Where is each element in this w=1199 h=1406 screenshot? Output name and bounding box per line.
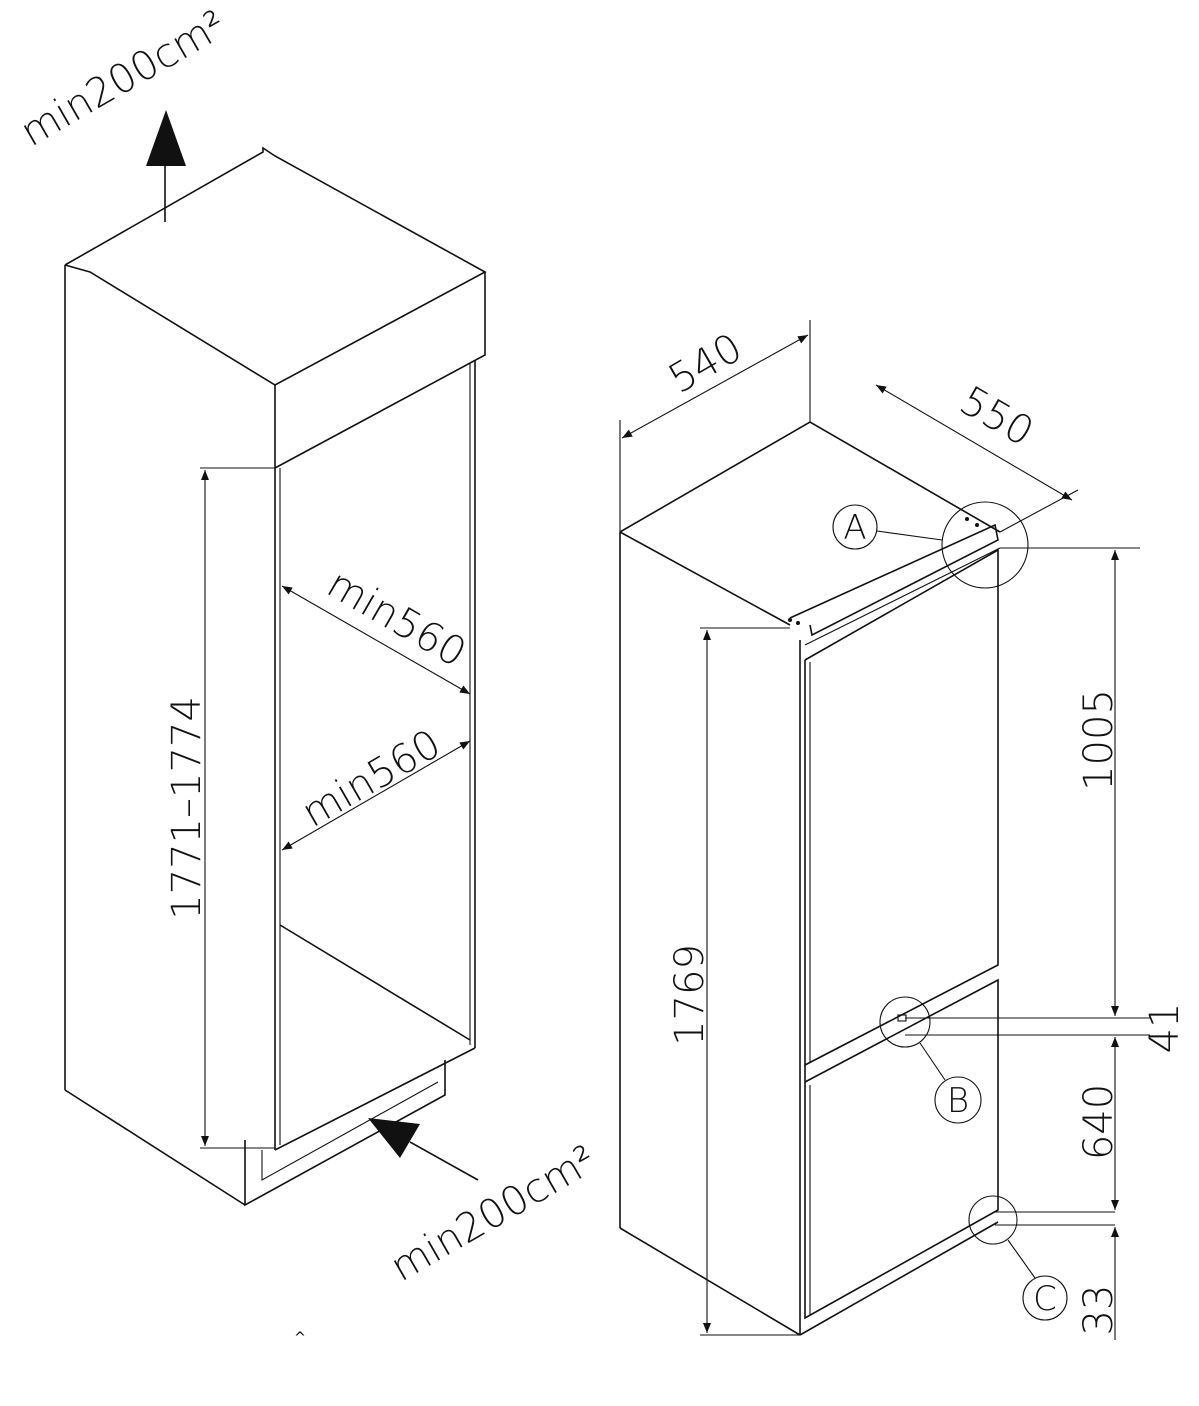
width-label: 540	[661, 325, 750, 403]
niche-height-label: 1771–1774	[164, 696, 210, 920]
bottom-offset-label: 33	[1076, 1285, 1122, 1336]
depth-label: 550	[952, 378, 1041, 456]
right-dimensions: 1005 41 640 33	[905, 547, 1188, 1340]
width-540-dimension: 540	[619, 320, 811, 532]
lower-door-height-label: 640	[1076, 1084, 1122, 1160]
height-dimension: 1771–1774	[164, 467, 275, 1149]
total-height-label: 1769	[667, 944, 713, 1046]
detail-callouts: A B C	[832, 501, 1068, 1321]
vent-bottom-label: min200cm²	[383, 1137, 604, 1291]
arrow-up-icon	[146, 110, 186, 166]
cabinet-niche	[64, 146, 487, 1207]
upper-door-height-label: 1005	[1076, 689, 1122, 791]
vent-top-label: min200cm²	[13, 2, 234, 156]
upper-door	[804, 548, 999, 1067]
detail-label-b: B	[947, 1081, 969, 1121]
detail-label-a: A	[843, 508, 866, 548]
caret-mark: ^	[294, 1330, 306, 1346]
gap-label: 41	[1142, 1003, 1188, 1054]
depth-dimension: min560	[281, 561, 474, 695]
vent-bottom: min200cm²	[368, 1118, 604, 1291]
arrow-in-icon	[368, 1118, 420, 1158]
detail-label-c: C	[1033, 1279, 1057, 1319]
depth-550-dimension: 550	[875, 378, 1079, 533]
niche-depth-label: min560	[319, 561, 473, 677]
height-1769-dimension: 1769	[667, 627, 800, 1336]
width-dimension: min560	[281, 721, 471, 851]
lower-door	[804, 978, 999, 1320]
vent-top: min200cm²	[13, 2, 234, 222]
niche-width-label: min560	[294, 721, 448, 837]
